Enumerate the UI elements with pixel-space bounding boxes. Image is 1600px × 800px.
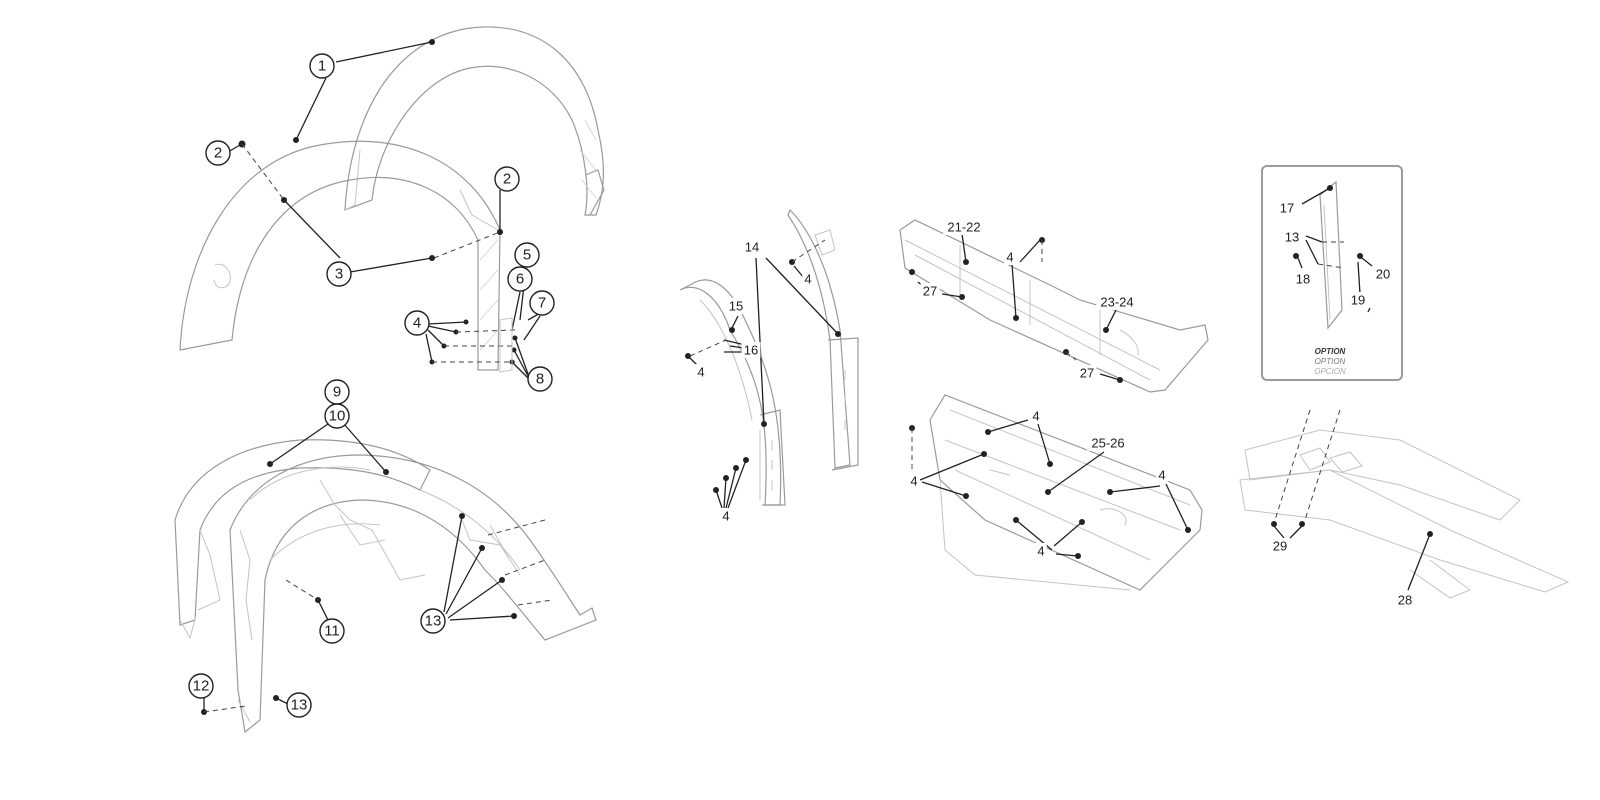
molded-wheel-liner-leaders bbox=[201, 423, 553, 715]
part-label-28: 28 bbox=[1398, 593, 1412, 608]
callout-number-7: 7 bbox=[538, 295, 546, 312]
part-label-18: 18 bbox=[1296, 272, 1310, 287]
callout-circle-3 bbox=[326, 261, 352, 287]
part-label-backdrop bbox=[1077, 365, 1097, 381]
part-label-19: 19 bbox=[1351, 293, 1365, 308]
part-label-13: 13 bbox=[1285, 230, 1299, 245]
sill-leaders bbox=[909, 233, 1191, 559]
part-label-backdrop bbox=[943, 219, 985, 235]
part-label-backdrop bbox=[1373, 266, 1393, 282]
callout-number-11: 11 bbox=[324, 623, 340, 640]
callout-circle-13 bbox=[286, 692, 312, 718]
part-label-27: 27 bbox=[1080, 366, 1094, 381]
callout-number-6: 6 bbox=[516, 271, 524, 288]
callout-number-13: 13 bbox=[291, 697, 308, 714]
part-label-backdrop bbox=[1348, 292, 1368, 308]
part-label-backdrop bbox=[1156, 467, 1168, 483]
part-label-backdrop bbox=[1277, 200, 1297, 216]
part-label-17: 17 bbox=[1280, 201, 1294, 216]
callout-circle-13 bbox=[420, 608, 446, 634]
part-label-backdrop bbox=[742, 239, 762, 255]
part-label-4: 4 bbox=[910, 474, 917, 489]
part-label-23-24: 23-24 bbox=[1100, 295, 1133, 310]
long-trim-drawing bbox=[1239, 429, 1570, 599]
part-label-backdrop bbox=[802, 271, 814, 287]
arch-trim-leaders bbox=[685, 239, 841, 509]
callout-circle-1 bbox=[309, 53, 335, 79]
callout-circle-2 bbox=[494, 166, 520, 192]
callout-circle-10 bbox=[324, 403, 350, 429]
part-label-backdrop bbox=[920, 283, 940, 299]
part-label-backdrop bbox=[908, 473, 920, 489]
part-label-21-22: 21-22 bbox=[947, 220, 980, 235]
part-label-20: 20 bbox=[1376, 267, 1390, 282]
part-label-backdrop bbox=[1035, 543, 1047, 559]
callout-number-2: 2 bbox=[214, 145, 222, 162]
long-trim-leaders bbox=[1271, 409, 1433, 591]
part-label-backdrop bbox=[1270, 538, 1290, 554]
part-label-backdrop bbox=[1004, 249, 1016, 265]
option-label-1: OPTION bbox=[1315, 347, 1346, 356]
part-label-backdrop bbox=[1293, 271, 1313, 287]
part-label-14: 14 bbox=[745, 240, 759, 255]
callout-circle-6 bbox=[507, 266, 533, 292]
part-label-27: 27 bbox=[923, 284, 937, 299]
part-label-4: 4 bbox=[697, 365, 704, 380]
callout-number-10: 10 bbox=[329, 408, 346, 425]
part-label-16: 16 bbox=[744, 343, 758, 358]
callout-number-2: 2 bbox=[503, 171, 511, 188]
callout-number-9: 9 bbox=[333, 384, 341, 401]
callout-number-12: 12 bbox=[193, 678, 210, 695]
part-label-backdrop bbox=[1282, 229, 1302, 245]
callout-circle-4 bbox=[404, 310, 430, 336]
part-label-25-26: 25-26 bbox=[1091, 436, 1124, 451]
sill-panels-drawing bbox=[899, 219, 1209, 591]
callout-number-13: 13 bbox=[425, 613, 442, 630]
molded-wheel-liner-drawing bbox=[174, 439, 597, 734]
part-label-backdrop bbox=[741, 342, 761, 358]
fender-liner-pair-drawing bbox=[179, 26, 605, 371]
part-label-4: 4 bbox=[1006, 250, 1013, 265]
callout-labels: 1223456789101112131314415164421-2242723-… bbox=[188, 53, 1415, 718]
callout-circle-12 bbox=[188, 673, 214, 699]
part-label-backdrop bbox=[720, 508, 732, 524]
part-label-backdrop bbox=[1087, 435, 1129, 451]
part-label-4: 4 bbox=[1037, 544, 1044, 559]
callout-circle-7 bbox=[529, 290, 555, 316]
part-label-29: 29 bbox=[1273, 539, 1287, 554]
part-label-backdrop bbox=[1030, 408, 1042, 424]
part-label-4: 4 bbox=[1032, 409, 1039, 424]
part-label-backdrop bbox=[1096, 294, 1138, 310]
callout-number-5: 5 bbox=[523, 247, 531, 264]
option-label-2: OPTION bbox=[1315, 357, 1346, 366]
part-label-backdrop bbox=[1395, 592, 1415, 608]
callout-number-4: 4 bbox=[413, 315, 421, 332]
option-label-3: OPCION bbox=[1314, 367, 1346, 376]
fender-liner-leaders bbox=[227, 39, 543, 379]
callout-circle-11 bbox=[319, 618, 345, 644]
option-box: OPTION OPTION OPCION bbox=[1261, 165, 1403, 381]
callout-circle-5 bbox=[514, 242, 540, 268]
part-label-4: 4 bbox=[722, 509, 729, 524]
part-label-backdrop bbox=[695, 364, 707, 380]
part-label-4: 4 bbox=[804, 272, 811, 287]
callout-number-8: 8 bbox=[536, 371, 544, 388]
callout-number-1: 1 bbox=[318, 58, 326, 75]
callout-circle-2 bbox=[205, 140, 231, 166]
part-label-15: 15 bbox=[729, 299, 743, 314]
callout-number-3: 3 bbox=[335, 266, 343, 283]
part-label-backdrop bbox=[726, 298, 746, 314]
arch-trim-strips-drawing bbox=[679, 208, 859, 506]
part-label-4: 4 bbox=[1158, 468, 1165, 483]
callout-circle-8 bbox=[527, 366, 553, 392]
